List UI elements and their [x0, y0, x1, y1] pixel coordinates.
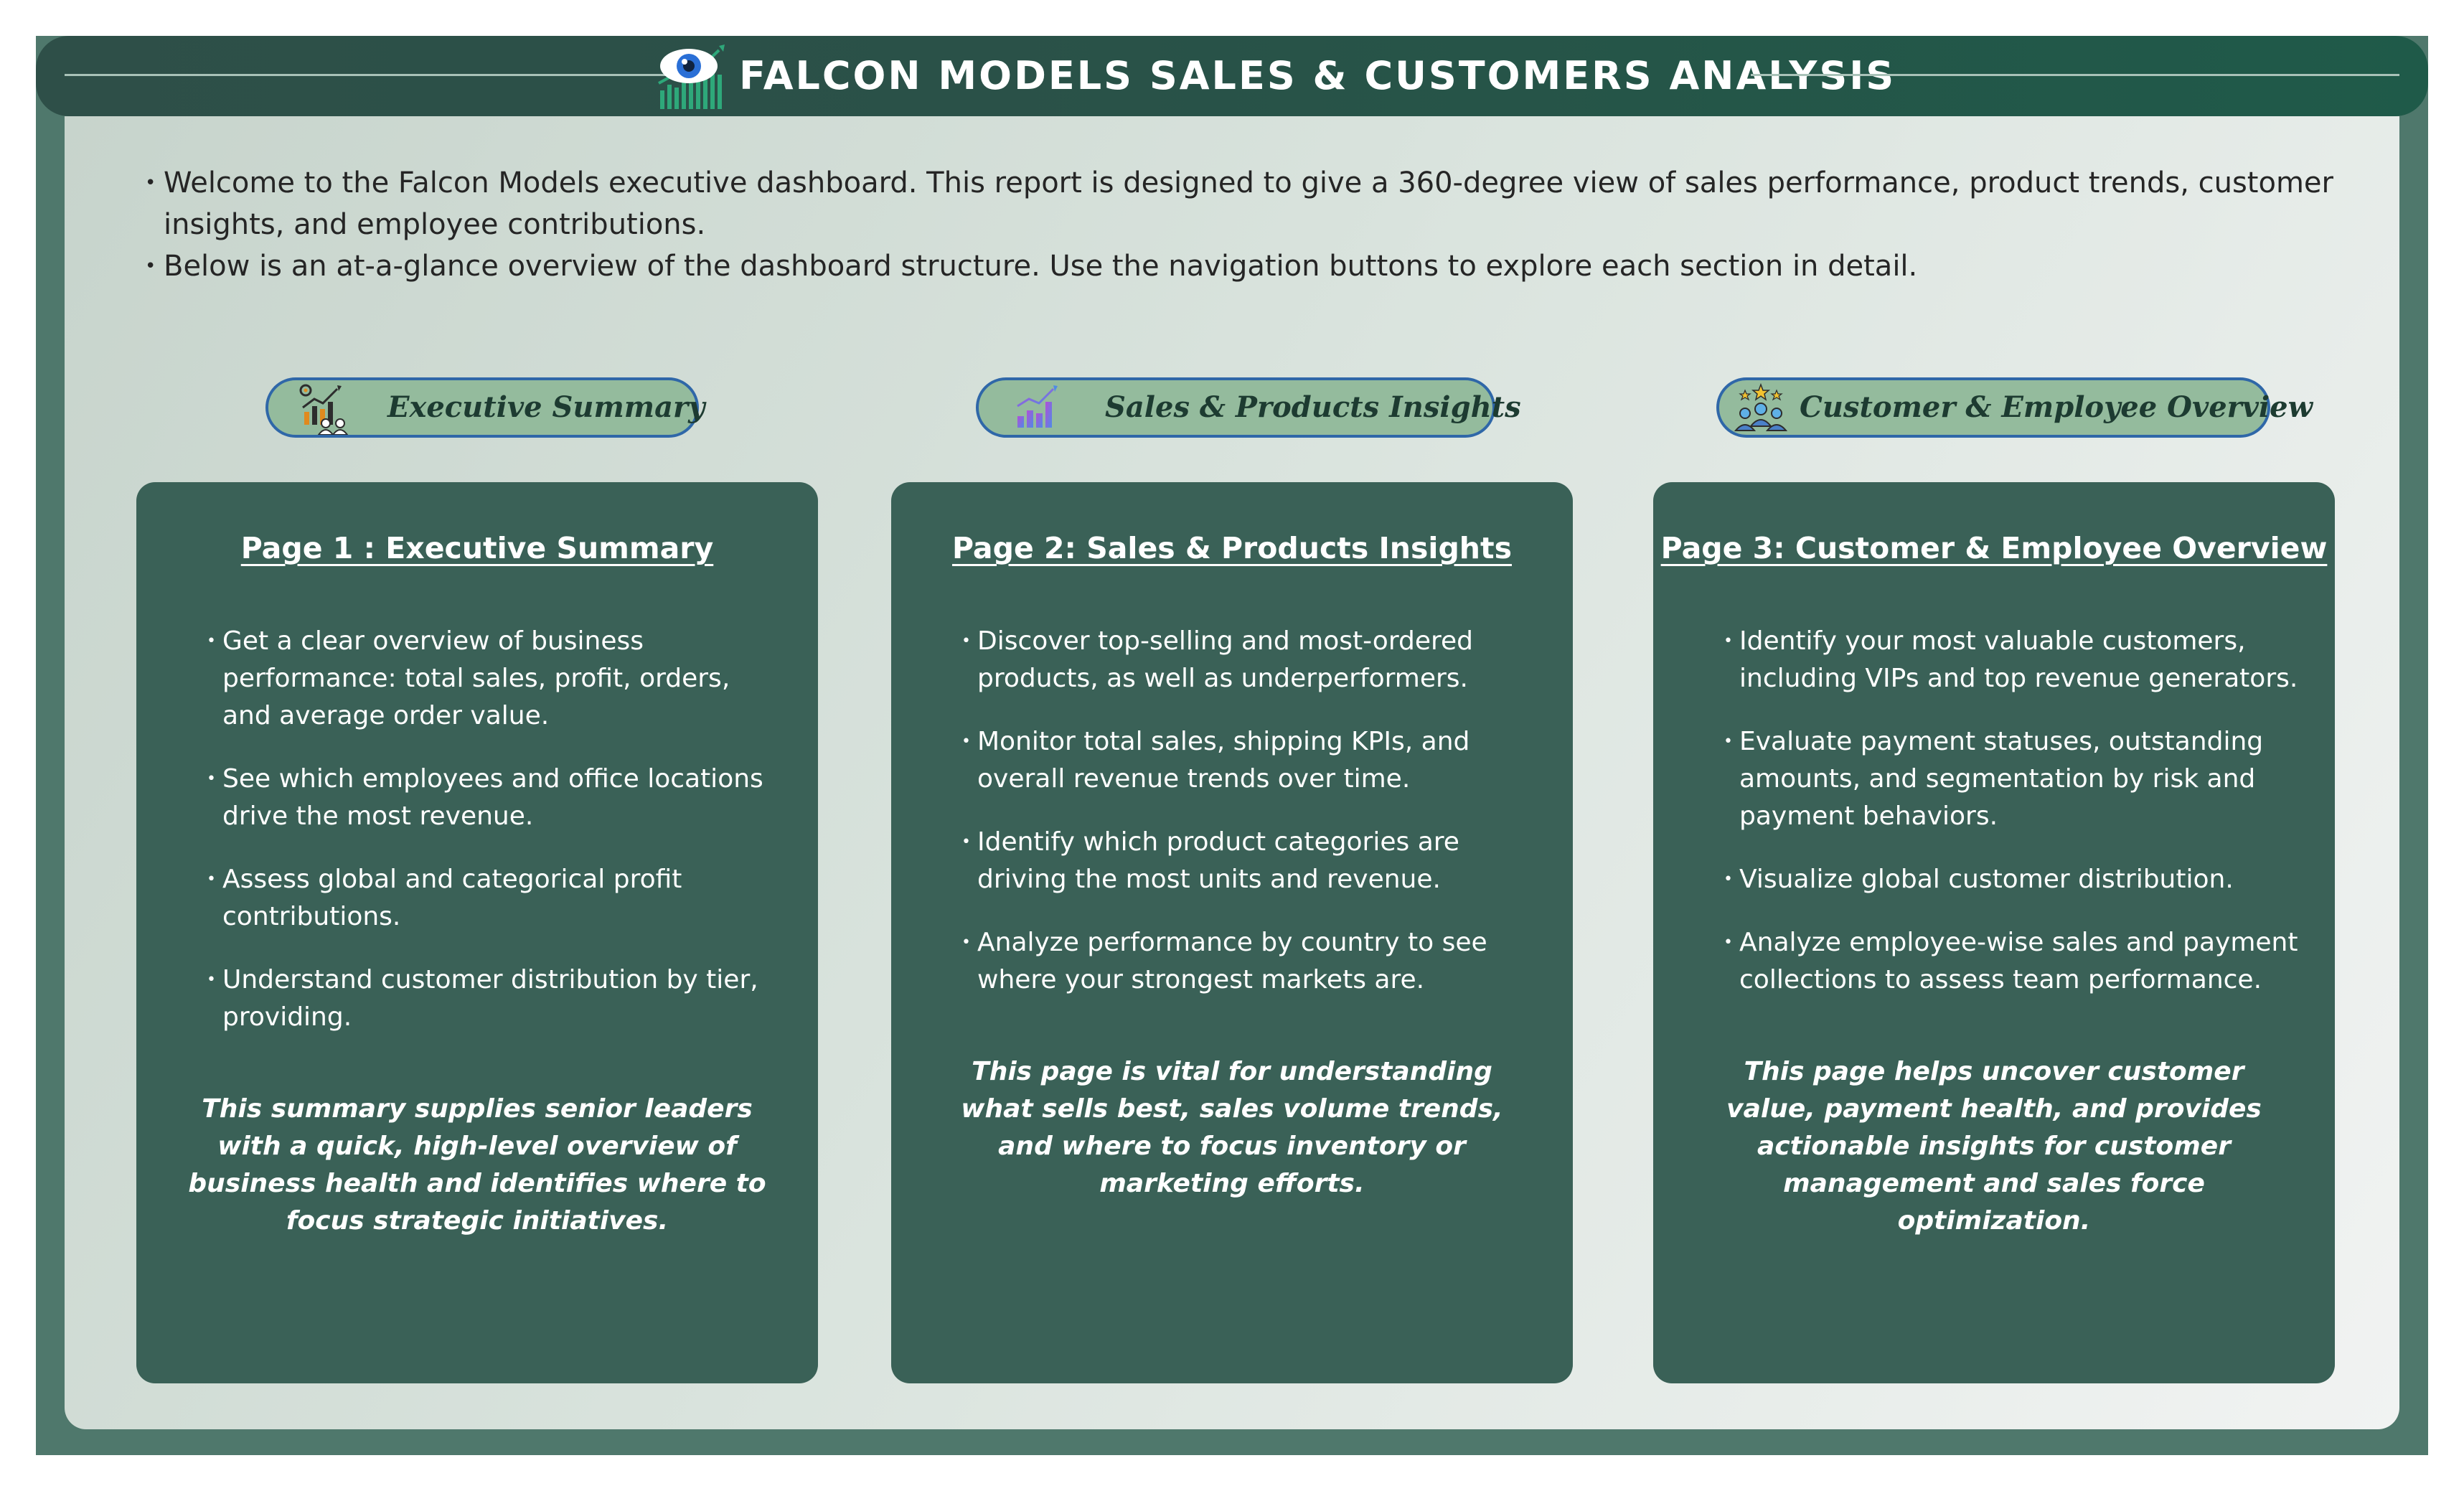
card-title: Page 3: Customer & Employee Overview [1660, 531, 2328, 565]
page-title: FALCON MODELS SALES & CUSTOMERS ANALYSIS [739, 53, 1896, 98]
card-title: Page 1 : Executive Summary [240, 531, 714, 565]
list-item: See which employees and office locations… [207, 761, 782, 835]
list-item: Discover top-selling and most-ordered pr… [961, 623, 1537, 697]
card-customer-employee: Page 3: Customer & Employee Overview Ide… [1653, 482, 2335, 1383]
list-item: Identify which product categories are dr… [961, 824, 1537, 898]
card-executive-summary: Page 1 : Executive Summary Get a clear o… [136, 482, 818, 1383]
header-bar: FALCON MODELS SALES & CUSTOMERS ANALYSIS [36, 36, 2428, 116]
list-item: Identify your most valuable customers, i… [1724, 623, 2299, 697]
list-item: Analyze performance by country to see wh… [961, 924, 1537, 999]
card-summary: This page is vital for understanding wha… [961, 1057, 1503, 1198]
report-canvas: Welcome to the Falcon Models executive d… [65, 116, 2399, 1429]
list-item: Get a clear overview of business perform… [207, 623, 782, 735]
nav-button-customer-employee[interactable]: Customer & Employee Overview [1716, 377, 2313, 438]
intro-list: Welcome to the Falcon Models executive d… [145, 162, 2358, 287]
header-divider-left [65, 74, 672, 76]
card-feature-list: Discover top-selling and most-ordered pr… [961, 623, 1537, 1025]
intro-item: Welcome to the Falcon Models executive d… [145, 162, 2358, 245]
list-item: Monitor total sales, shipping KPIs, and … [961, 723, 1537, 798]
executive-growth-icon [297, 383, 352, 436]
list-item: Evaluate payment statuses, outstanding a… [1724, 723, 2299, 835]
nav-button-label: Executive Summary [387, 390, 705, 424]
list-item: Visualize global customer distribution. [1724, 861, 2299, 898]
intro-item: Below is an at-a-glance overview of the … [145, 245, 2358, 287]
list-item: Assess global and categorical profit con… [207, 861, 782, 936]
header-divider-right [1751, 74, 2399, 76]
team-icon [1734, 382, 1788, 435]
card-summary: This summary supplies senior leaders wit… [188, 1094, 766, 1236]
nav-button-sales-products[interactable]: Sales & Products Insights [976, 377, 1521, 438]
bar-chart-icon [1007, 383, 1062, 435]
eye-chart-logo-icon [653, 40, 729, 112]
card-title: Page 2: Sales & Products Insights [951, 531, 1512, 565]
list-item: Understand customer distribution by tier… [207, 961, 782, 1036]
nav-button-label: Customer & Employee Overview [1800, 390, 2313, 424]
nav-button-executive-summary[interactable]: Executive Summary [265, 377, 705, 438]
list-item: Analyze employee-wise sales and payment … [1724, 924, 2299, 999]
card-summary: This page helps uncover customer value, … [1726, 1057, 2262, 1236]
card-feature-list: Get a clear overview of business perform… [207, 623, 782, 1062]
card-sales-products: Page 2: Sales & Products Insights Discov… [891, 482, 1573, 1383]
nav-button-label: Sales & Products Insights [1105, 390, 1521, 424]
card-feature-list: Identify your most valuable customers, i… [1724, 623, 2299, 1025]
